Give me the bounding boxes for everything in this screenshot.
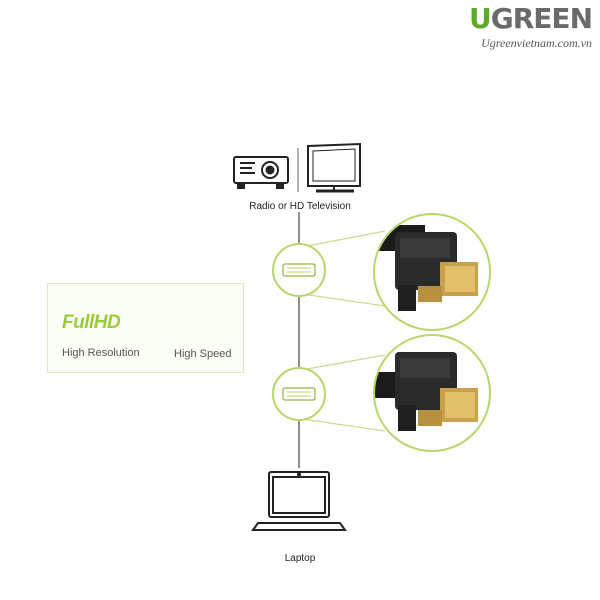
feature-box: FullHD High Resolution High Speed: [47, 283, 244, 373]
callout-lines-top: [301, 230, 386, 307]
dvi-connector-closeup-bottom: [373, 334, 491, 452]
high-speed-label: High Speed: [174, 348, 232, 360]
ugreen-logo: UGREEN: [469, 2, 593, 35]
fullhd-badge: FullHD: [62, 312, 121, 333]
bottom-device-label: Laptop: [284, 553, 316, 564]
website-url: Ugreenvietnam.com.vn: [481, 36, 592, 50]
dvi-port-icon-top: [272, 243, 326, 297]
top-device-label: Radio or HD Television: [249, 201, 351, 212]
projector-icon: [233, 156, 289, 189]
dvi-port-icon-bottom: [272, 367, 326, 421]
callout-lines-bottom: [301, 354, 386, 432]
television-icon: [307, 142, 361, 193]
brand-header: UGREEN Ugreenvietnam.com.vn: [440, 2, 593, 51]
high-resolution-label: High Resolution: [62, 347, 140, 359]
dvi-connector-closeup-top: [373, 213, 491, 331]
laptop-icon: [251, 471, 347, 531]
